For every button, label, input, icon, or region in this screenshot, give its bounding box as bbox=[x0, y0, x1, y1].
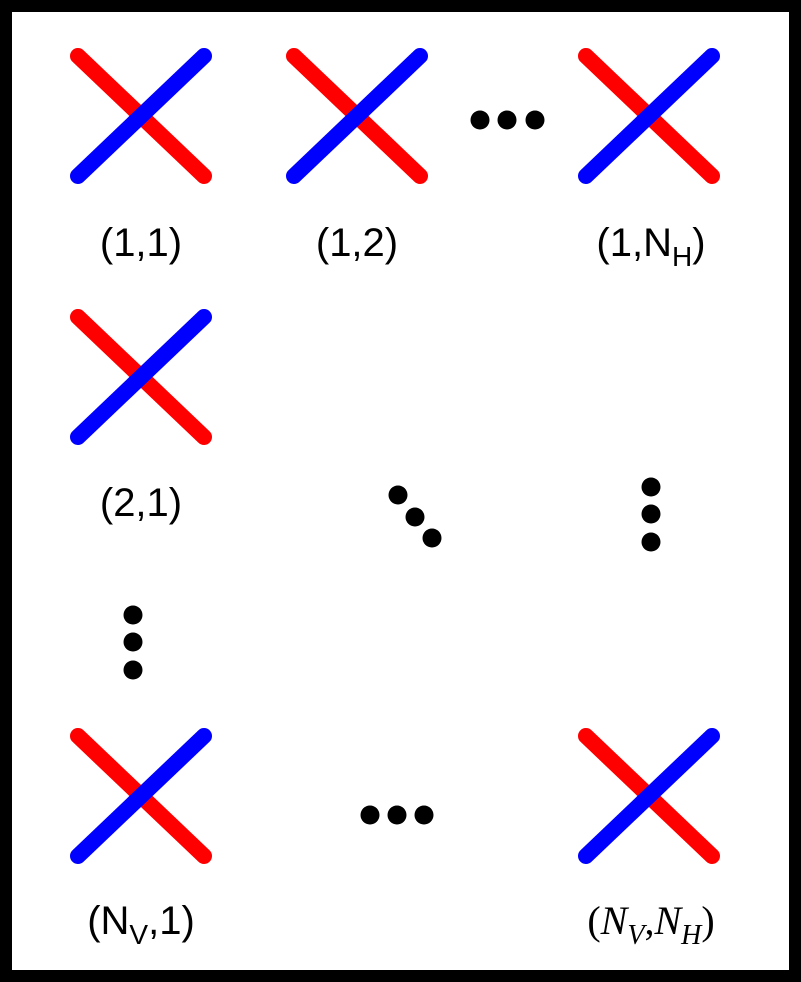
dot bbox=[388, 485, 408, 505]
ellipsis-vertical-right bbox=[641, 477, 661, 552]
dot bbox=[525, 110, 545, 130]
dot bbox=[641, 477, 661, 497]
dot bbox=[387, 805, 407, 825]
cross-icon-nv-nh bbox=[578, 728, 720, 864]
ellipsis-horizontal-bottom bbox=[360, 805, 434, 825]
cross-icon-1-2 bbox=[286, 48, 428, 184]
cross-icon-1-nh bbox=[578, 48, 720, 184]
ellipsis-vertical-left bbox=[123, 605, 143, 680]
diagram-canvas: (1,1) (1,2) (1,NH) (2,1) (NV,1) (NV,NH) bbox=[12, 12, 789, 970]
dot bbox=[641, 504, 661, 524]
dot bbox=[641, 532, 661, 552]
blue-arm bbox=[70, 309, 212, 445]
dot bbox=[497, 110, 517, 130]
blue-arm bbox=[70, 48, 212, 184]
dot bbox=[360, 805, 380, 825]
cross-icon-nv-1 bbox=[70, 728, 212, 864]
array-diagram: (1,1) (1,2) (1,NH) (2,1) (NV,1) (NV,NH) bbox=[70, 48, 720, 951]
blue-arm bbox=[286, 48, 428, 184]
dot bbox=[123, 660, 143, 680]
cross-icon-1-1 bbox=[70, 48, 212, 184]
label-nv-nh: (NV,NH) bbox=[587, 898, 714, 951]
cross-icon-2-1 bbox=[70, 309, 212, 445]
label-1-2: (1,2) bbox=[316, 221, 398, 265]
blue-arm bbox=[578, 728, 720, 864]
ellipsis-horizontal-top bbox=[470, 110, 545, 130]
blue-arm bbox=[578, 48, 720, 184]
label-nv-1: (NV,1) bbox=[87, 899, 195, 950]
ellipsis-diagonal bbox=[388, 485, 442, 548]
label-1-nh: (1,NH) bbox=[596, 221, 705, 272]
dot bbox=[123, 605, 143, 625]
blue-arm bbox=[70, 728, 212, 864]
dot bbox=[422, 528, 442, 548]
dot bbox=[405, 507, 425, 527]
dot bbox=[414, 805, 434, 825]
dot bbox=[470, 110, 490, 130]
label-1-1: (1,1) bbox=[100, 221, 182, 265]
label-2-1: (2,1) bbox=[100, 481, 182, 525]
dot bbox=[123, 632, 143, 652]
